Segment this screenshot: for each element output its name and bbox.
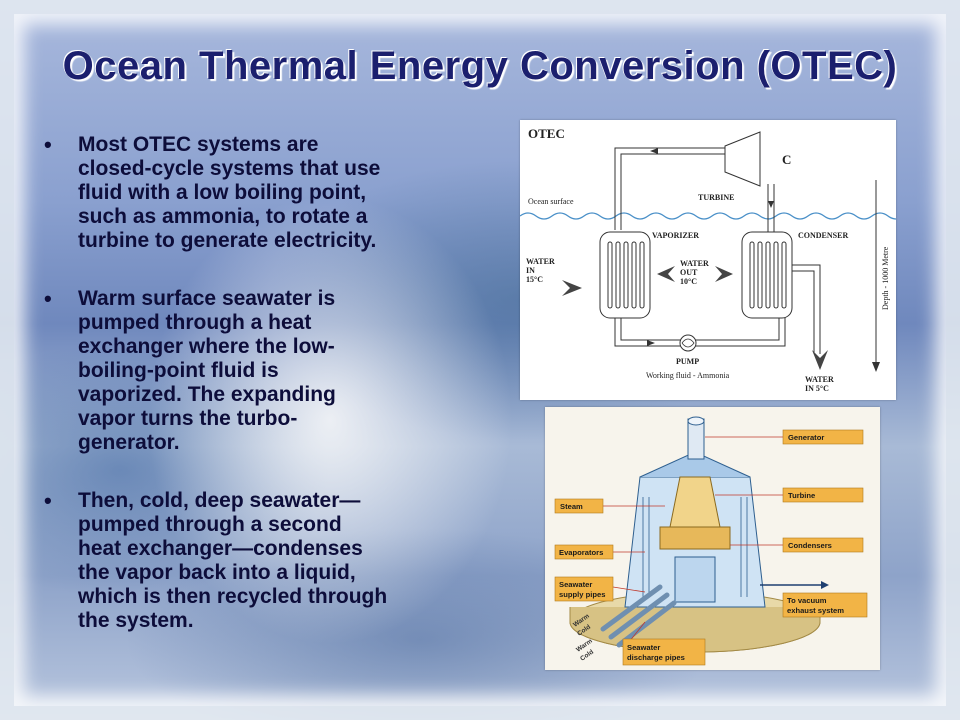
bullet-line: vapor turns the turbo- <box>78 407 298 430</box>
arrow-up-icon <box>812 350 828 370</box>
bullet-list: • Most OTEC systems are closed-cycle sys… <box>44 133 484 667</box>
pump-icon <box>679 334 697 352</box>
pump-label: PUMP <box>676 357 699 366</box>
otec-schematic-panel: OTEC Ocean surface C TURBINE VAPORIZER <box>520 120 896 400</box>
svg-text:Generator: Generator <box>788 433 824 442</box>
water-in-warm-label: IN <box>526 266 535 275</box>
flow-arrow-icon <box>768 201 774 208</box>
bullet-line: vaporized. The expanding <box>78 383 336 406</box>
vaporizer-coils <box>607 241 645 309</box>
bullet-item: • Most OTEC systems are closed-cycle sys… <box>44 133 484 253</box>
svg-text:Steam: Steam <box>560 502 583 511</box>
bullet-line: Most OTEC systems are <box>78 133 319 156</box>
depth-label: Depth - 1000 Metre <box>881 246 890 310</box>
water-out-label: OUT <box>680 268 698 277</box>
generator-symbol: C <box>782 152 791 167</box>
turbine-shape <box>724 131 761 187</box>
svg-text:exhaust system: exhaust system <box>787 606 844 615</box>
cold-water-pipe <box>792 270 815 354</box>
bullet-line: generator. <box>78 431 180 454</box>
otec-plant-panel: Generator Turbine Condensers Steam Evapo… <box>545 407 880 670</box>
turbine-label: TURBINE <box>698 193 734 202</box>
svg-text:Seawater: Seawater <box>559 580 592 589</box>
bullet-line: pumped through a second <box>78 513 342 536</box>
callout-steam: Steam <box>554 498 604 514</box>
svg-text:Evaporators: Evaporators <box>559 548 603 557</box>
otec-plant-illustration: Generator Turbine Condensers Steam Evapo… <box>554 416 868 666</box>
bullet-line: exchanger where the low- <box>78 335 335 358</box>
water-out-label: WATER <box>680 259 709 268</box>
bullet-line: Warm surface seawater is <box>78 287 336 310</box>
bullet-line: such as ammonia, to rotate a <box>78 205 368 228</box>
bullet-line: turbine to generate electricity. <box>78 229 377 252</box>
bullet-line: which is then recycled through <box>78 585 388 608</box>
flow-arrow-icon <box>650 148 658 154</box>
callout-seawater-discharge: Seawater discharge pipes <box>622 638 706 666</box>
arrow-down-icon <box>872 362 880 372</box>
water-in-cold-label: IN 5°C <box>805 384 829 393</box>
otec-heading: OTEC <box>528 126 565 141</box>
bullet-line: heat exchanger—condenses <box>78 537 363 560</box>
water-in-warm-label: 15°C <box>526 275 543 284</box>
svg-text:Seawater: Seawater <box>627 643 660 652</box>
callout-evaporators: Evaporators <box>554 544 614 560</box>
bullet-line: the vapor back into a liquid, <box>78 561 356 584</box>
slide-title: Ocean Thermal Energy Conversion (OTEC) <box>62 44 898 88</box>
svg-text:Turbine: Turbine <box>788 491 815 500</box>
bullet-item: • Warm surface seawater is pumped throug… <box>44 287 484 455</box>
svg-text:supply pipes: supply pipes <box>559 590 605 599</box>
bullet-dot-icon: • <box>44 286 52 311</box>
bullet-line: fluid with a low boiling point, <box>78 181 367 204</box>
bullet-item: • Then, cold, deep seawater— pumped thro… <box>44 489 484 633</box>
condenser-coils <box>749 241 787 309</box>
callout-turbine: Turbine <box>782 487 864 503</box>
arrow-right-icon <box>715 266 733 282</box>
callout-condensers: Condensers <box>782 537 864 553</box>
water-out-label: 10°C <box>680 277 697 286</box>
condenser-label: CONDENSER <box>798 231 848 240</box>
bullet-line: boiling-point fluid is <box>78 359 279 382</box>
bullet-dot-icon: • <box>44 488 52 513</box>
bullet-line: Then, cold, deep seawater— <box>78 489 361 512</box>
bullet-line: pumped through a heat <box>78 311 312 334</box>
lower-chamber <box>674 556 716 603</box>
vaporizer-label: VAPORIZER <box>652 231 699 240</box>
evaporator-coils <box>642 497 748 597</box>
svg-text:To vacuum: To vacuum <box>787 596 827 605</box>
condenser-shape <box>659 526 731 550</box>
bullet-line: closed-cycle systems that use <box>78 157 381 180</box>
arrow-right-icon <box>562 280 582 296</box>
ocean-surface-line <box>520 212 896 220</box>
svg-text:discharge pipes: discharge pipes <box>627 653 685 662</box>
water-in-warm-label: WATER <box>526 257 555 266</box>
callout-vacuum-exhaust: To vacuum exhaust system <box>782 592 868 618</box>
piping <box>614 147 786 347</box>
pump-icon <box>681 338 695 348</box>
callout-seawater-supply: Seawater supply pipes <box>554 576 614 602</box>
flow-arrow-icon <box>647 340 655 346</box>
bullet-dot-icon: • <box>44 132 52 157</box>
arrow-right-icon <box>821 581 829 589</box>
working-fluid-label: Working fluid - Ammonia <box>646 371 730 380</box>
callout-generator: Generator <box>782 429 864 445</box>
bullet-line: the system. <box>78 609 194 632</box>
generator-top <box>687 416 705 426</box>
cold-water-pipe <box>792 264 821 354</box>
svg-text:Condensers: Condensers <box>788 541 832 550</box>
ocean-surface-label: Ocean surface <box>528 197 574 206</box>
water-in-cold-label: WATER <box>805 375 834 384</box>
otec-schematic: OTEC Ocean surface C TURBINE VAPORIZER <box>520 126 896 393</box>
arrow-left-icon <box>657 266 675 282</box>
seawater-pipes <box>600 584 677 648</box>
